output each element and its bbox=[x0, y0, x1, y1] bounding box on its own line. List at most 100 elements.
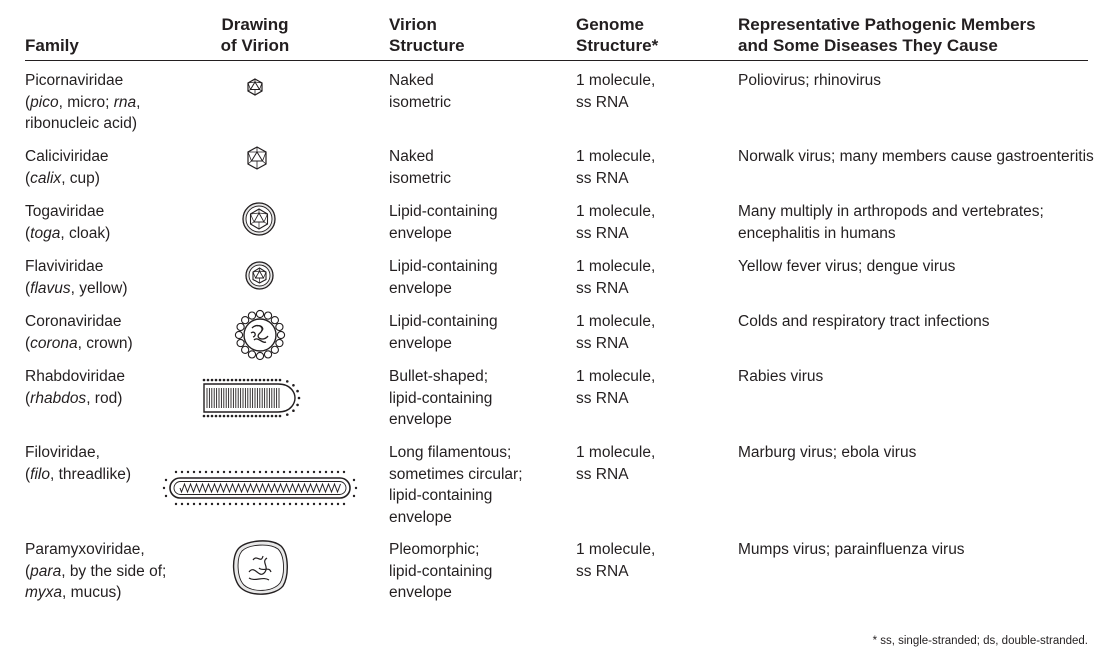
genome-structure-cell: 1 molecule, ss RNA bbox=[576, 311, 655, 354]
etymology-root: flavus bbox=[30, 279, 71, 297]
header-members: Representative Pathogenic Members and So… bbox=[738, 15, 1036, 55]
genome-structure-cell: 1 molecule,ss RNA bbox=[576, 201, 655, 244]
members-cell: Rabies virus bbox=[738, 366, 823, 388]
family-cell-line: Paramyxoviridae, bbox=[25, 541, 145, 558]
family-text: , mucus) bbox=[62, 584, 122, 602]
family-text: , rod) bbox=[86, 389, 123, 407]
family-cell: Togaviridae (toga, cloak) bbox=[25, 201, 110, 244]
virion-structure-cell-line: sometimes circular; bbox=[389, 465, 523, 483]
members-cell: Norwalk virus; many members cause gastro… bbox=[738, 146, 1094, 168]
members-cell-line: encephalitis in humans bbox=[738, 224, 896, 242]
family-cell-line: Picornaviridae bbox=[25, 72, 124, 89]
members-cell: Colds and respiratory tract infections bbox=[738, 311, 990, 333]
genome-structure-cell: 1 molecule, ss RNA bbox=[576, 442, 655, 485]
virion-structure-cell-line: envelope bbox=[389, 584, 452, 602]
members-cell: Poliovirus; rhinovirus bbox=[738, 70, 881, 92]
genome-structure-cell: 1 molecule,ss RNA bbox=[576, 256, 655, 299]
family-cell: Flaviviridae(flavus, yellow) bbox=[25, 256, 128, 299]
members-cell: Yellow fever virus; dengue virus bbox=[738, 256, 955, 278]
virion-structure-cell-line: Lipid-containing bbox=[389, 313, 498, 330]
family-text: , cloak) bbox=[60, 224, 111, 242]
genome-structure-cell-line: ss RNA bbox=[576, 562, 629, 580]
family-cell-line: (toga, cloak) bbox=[25, 223, 110, 245]
etymology-root: toga bbox=[30, 224, 61, 242]
small-icosahedron-icon bbox=[247, 78, 263, 101]
members-cell: Marburg virus; ebola virus bbox=[738, 442, 916, 464]
family-text: , bbox=[136, 93, 141, 111]
members-cell-line: Many multiply in arthropods and vertebra… bbox=[738, 203, 1044, 220]
members-cell-line: Yellow fever virus; dengue virus bbox=[738, 258, 956, 275]
members-cell-line: Norwalk virus; many members cause gastro… bbox=[738, 148, 1094, 165]
genome-structure-cell: 1 molecule,ss RNA bbox=[576, 539, 655, 582]
filament-virion-icon bbox=[160, 468, 360, 513]
virion-structure-cell: Long filamentous;sometimes circular;lipi… bbox=[389, 442, 523, 528]
members-cell-line: Poliovirus; rhinovirus bbox=[738, 72, 881, 89]
genome-structure-cell-line: ss RNA bbox=[576, 389, 629, 407]
family-cell: Picornaviridae(pico, micro; rna,ribonucl… bbox=[25, 70, 140, 135]
family-text: , threadlike) bbox=[50, 465, 131, 483]
virion-structure-cell-line: envelope bbox=[389, 334, 452, 352]
etymology-root: pico bbox=[30, 93, 59, 111]
pleomorphic-virion-icon bbox=[229, 536, 291, 603]
family-text: , yellow) bbox=[70, 279, 128, 297]
family-cell: Caliciviridae(calix, cup) bbox=[25, 146, 109, 189]
genome-structure-cell-line: 1 molecule, bbox=[576, 258, 656, 275]
genome-structure-cell-line: ss RNA bbox=[576, 334, 629, 352]
genome-structure-cell-line: 1 molecule, bbox=[576, 72, 656, 89]
family-cell-line: (pico, micro; rna, bbox=[25, 92, 140, 114]
small-enveloped-icosahedron-icon bbox=[244, 260, 275, 296]
crowned-virion-icon bbox=[232, 306, 288, 369]
virion-structure-cell-line: envelope bbox=[389, 508, 452, 526]
family-text: ( bbox=[25, 334, 31, 352]
header-genome-structure: Genome Structure* bbox=[576, 15, 659, 55]
family-cell-line: ribonucleic acid) bbox=[25, 115, 137, 133]
header-family: Family bbox=[25, 36, 79, 55]
virion-structure-cell-line: envelope bbox=[389, 279, 452, 297]
family-cell-line: myxa, mucus) bbox=[25, 582, 166, 604]
etymology-root: rna bbox=[113, 93, 137, 111]
virion-structure-cell-line: lipid-containing bbox=[389, 562, 493, 580]
virion-structure-cell-line: isometric bbox=[389, 169, 452, 187]
header-drawing: Drawing of Virion bbox=[220, 15, 290, 55]
family-text: ( bbox=[25, 224, 31, 242]
genome-structure-cell-line: ss RNA bbox=[576, 169, 629, 187]
family-cell-line: (corona, crown) bbox=[25, 333, 133, 355]
etymology-root: filo bbox=[30, 465, 50, 483]
family-text: ( bbox=[25, 562, 31, 580]
genome-structure-cell-line: 1 molecule, bbox=[576, 313, 656, 330]
bullet-virion-icon bbox=[200, 376, 301, 425]
genome-structure-cell: 1 molecule,ss RNA bbox=[576, 70, 655, 113]
family-cell-line: Caliciviridae bbox=[25, 148, 109, 165]
etymology-root: rhabdos bbox=[30, 389, 87, 407]
etymology-root: myxa bbox=[25, 584, 63, 602]
members-cell-line: Rabies virus bbox=[738, 368, 824, 385]
genome-structure-cell-line: 1 molecule, bbox=[576, 368, 656, 385]
virion-structure-cell-line: envelope bbox=[389, 224, 452, 242]
family-cell-line: Flaviviridae bbox=[25, 258, 104, 275]
genome-structure-cell: 1 molecule, ss RNA bbox=[576, 146, 655, 189]
etymology-root: para bbox=[30, 562, 62, 580]
virion-structure-cell-line: Naked bbox=[389, 148, 434, 165]
genome-structure-cell-line: ss RNA bbox=[576, 465, 629, 483]
icosahedron-icon bbox=[246, 146, 268, 175]
family-cell-line: Filoviridae, bbox=[25, 444, 100, 461]
family-text: , crown) bbox=[77, 334, 133, 352]
family-cell-line: Togaviridae bbox=[25, 203, 105, 220]
virion-structure-cell: Lipid-containing envelope bbox=[389, 311, 498, 354]
footnote: * ss, single-stranded; ds, double-strand… bbox=[872, 635, 1088, 647]
family-text: , cup) bbox=[61, 169, 100, 187]
family-text: ( bbox=[25, 465, 31, 483]
members-cell: Mumps virus; parainfluenza virus bbox=[738, 539, 965, 561]
genome-structure-cell: 1 molecule, ss RNA bbox=[576, 366, 655, 409]
virion-structure-cell-line: lipid-containing bbox=[389, 389, 493, 407]
family-text: ( bbox=[25, 169, 31, 187]
family-text: , by the side of; bbox=[61, 562, 167, 580]
genome-structure-cell-line: 1 molecule, bbox=[576, 444, 656, 461]
family-text: ( bbox=[25, 93, 31, 111]
genome-structure-cell-line: 1 molecule, bbox=[576, 148, 656, 165]
family-text: , micro; bbox=[58, 93, 114, 111]
